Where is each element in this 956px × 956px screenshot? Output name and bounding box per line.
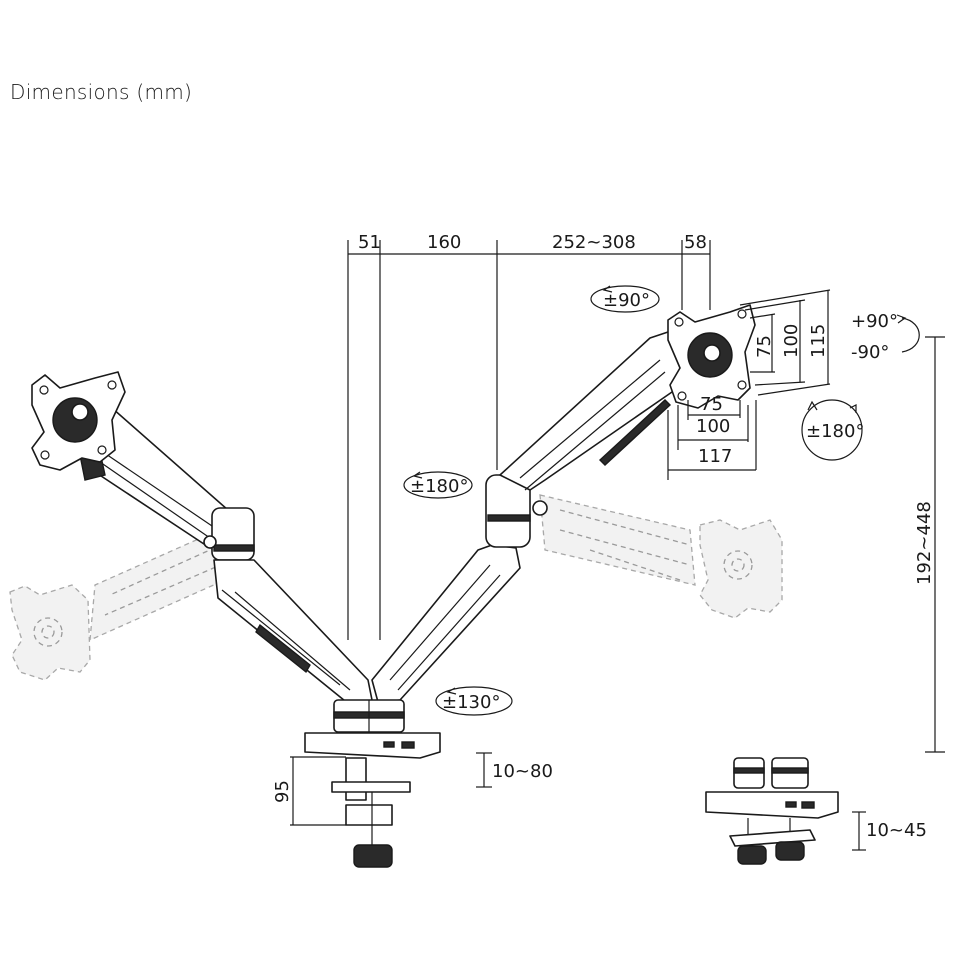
page-title: Dimensions (mm) [10,80,193,104]
vesa-75-vertical: 75 [754,335,775,358]
dim-160: 160 [427,232,461,253]
dim-95: 95 [272,780,293,803]
rot-swivel-90: ±90° [603,290,650,311]
vesa-100-vertical: 100 [781,324,802,358]
dim-clamp-range: 10~80 [492,761,553,782]
left-arm [79,407,373,706]
dim-grommet-range: 10~45 [866,820,927,841]
dim-height-range: 192~448 [914,501,935,585]
top-dimension-lines [347,240,711,640]
vesa-75-horizontal: 75 [700,394,723,415]
rot-130: ±130° [442,692,500,713]
swivel-90-indicator [590,285,660,313]
rot-tilt-down: -90° [851,342,889,363]
rotate-130-indicator [435,686,513,716]
rot-180-screen: ±180° [806,421,864,442]
rot-180-arm: ±180° [410,476,468,497]
left-vesa-plate [31,371,126,471]
ghost-left-arm [9,523,233,681]
right-vesa-plate [667,304,756,409]
vesa-115-vertical: 115 [808,324,829,358]
vesa-100-horizontal: 100 [696,416,730,437]
right-arm [371,331,691,703]
vesa-dimension-lines [667,289,831,480]
rotate-180-screen-indicator [801,399,863,461]
dim-51: 51 [358,232,381,253]
main-base [304,699,441,868]
dim-252-308: 252~308 [552,232,636,253]
rotate-180-arm-indicator [403,471,473,499]
grommet-base [705,757,839,865]
dim-58: 58 [684,232,707,253]
tilt-indicator [896,314,920,353]
ghost-right-arm [539,494,783,619]
vesa-117-horizontal: 117 [698,446,732,467]
rot-tilt-up: +90° [851,311,898,332]
